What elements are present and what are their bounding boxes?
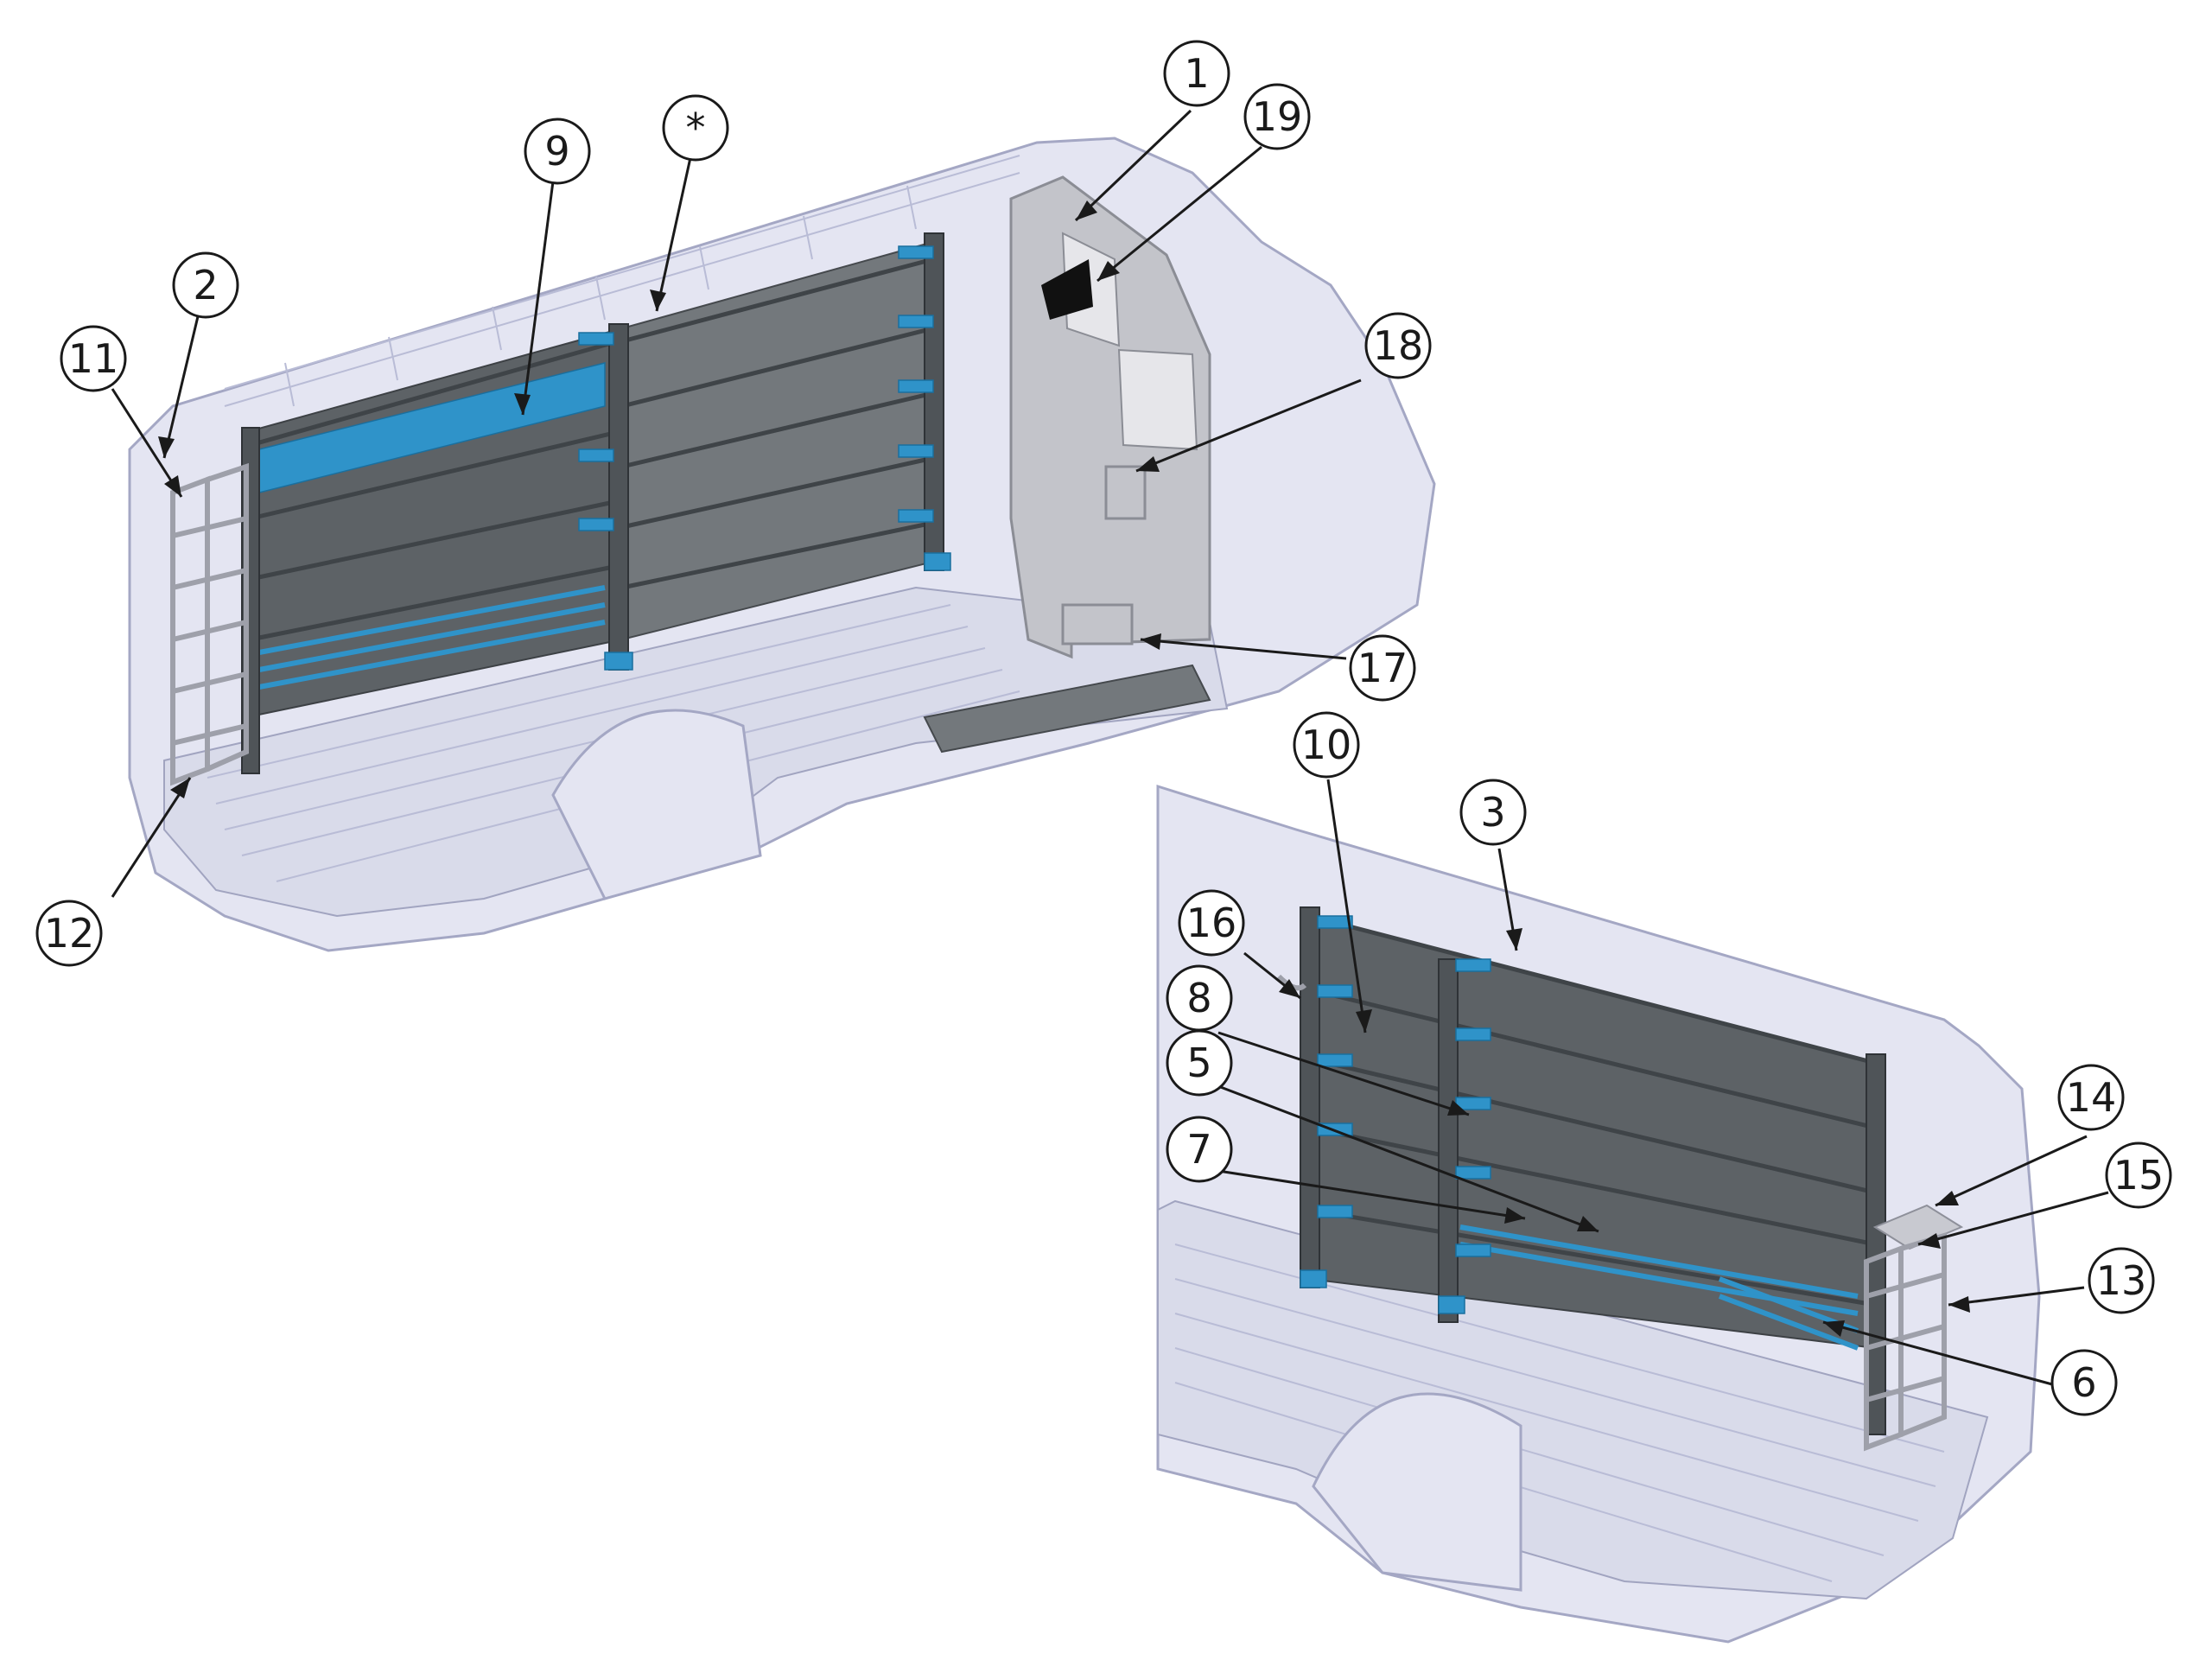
svg-text:17: 17: [1357, 645, 1408, 691]
callout-7: 7: [1166, 1116, 1233, 1183]
callout-9: 9: [524, 118, 591, 185]
svg-text:16: 16: [1186, 900, 1237, 946]
leader-lines: [111, 109, 2109, 1386]
callout-2: 2: [172, 251, 239, 319]
floor-ribs-top: [207, 604, 1020, 882]
callout-15: 15: [2105, 1142, 2172, 1209]
callout-12: 12: [35, 900, 103, 967]
wheel-arch-bottom: [1312, 1392, 1522, 1592]
svg-text:13: 13: [2096, 1257, 2147, 1304]
svg-text:11: 11: [68, 335, 119, 382]
van-view-top-left: [128, 137, 1436, 952]
wheel-arch-top: [551, 709, 762, 900]
svg-text:6: 6: [2071, 1359, 2096, 1406]
svg-text:7: 7: [1186, 1126, 1211, 1173]
svg-text:15: 15: [2113, 1152, 2164, 1199]
callout-19: 19: [1243, 83, 1311, 150]
van-view-bottom-right: [1156, 784, 2041, 1644]
callout-16: 16: [1178, 889, 1245, 957]
callout-6: 6: [2050, 1349, 2118, 1416]
upright-middle-bottom: [1438, 958, 1459, 1323]
callout-8: 8: [1166, 964, 1233, 1032]
svg-text:1: 1: [1184, 50, 1209, 97]
upright-left-bottom: [1300, 906, 1320, 1288]
svg-text:14: 14: [2066, 1074, 2117, 1121]
svg-text:2: 2: [193, 262, 218, 308]
bulkhead-partition: [1009, 175, 1211, 659]
svg-text:8: 8: [1186, 975, 1211, 1021]
svg-text:12: 12: [44, 910, 95, 957]
svg-text:19: 19: [1252, 93, 1303, 140]
upright-middle-top: [608, 323, 629, 671]
callout-5: 5: [1166, 1029, 1233, 1097]
blue-brackets-top: [578, 245, 951, 671]
roof-ribs-top: [224, 155, 1020, 407]
callout-18: 18: [1364, 312, 1432, 379]
floor-ribs-bottom: [1174, 1243, 1945, 1582]
callout-14: 14: [2057, 1064, 2125, 1131]
callout-17: 17: [1349, 634, 1416, 702]
callout-13: 13: [2088, 1247, 2155, 1314]
shelf-unit-right-section: [621, 240, 934, 641]
svg-text:3: 3: [1480, 789, 1505, 836]
upright-right-bottom: [1866, 1053, 1886, 1435]
shelf-levels-bottom: [1308, 913, 1876, 1351]
van-floor-bottom: [1157, 1199, 1989, 1600]
blue-brackets-bottom: [1300, 915, 1491, 1314]
svg-text:9: 9: [544, 128, 569, 175]
svg-text:*: *: [686, 105, 706, 151]
callout-10: 10: [1293, 711, 1360, 779]
svg-text:10: 10: [1301, 722, 1352, 768]
ladder-rack-top: [170, 462, 249, 786]
svg-text:5: 5: [1186, 1040, 1211, 1086]
callout-1: 1: [1163, 40, 1230, 107]
callout-11: 11: [60, 325, 127, 392]
callout-star: *: [662, 94, 729, 162]
rear-step-plate: [923, 664, 1211, 754]
callout-3: 3: [1459, 779, 1527, 846]
svg-text:18: 18: [1373, 322, 1424, 369]
callouts: 1 19 9 * 2 11 18 17: [35, 40, 2172, 1416]
